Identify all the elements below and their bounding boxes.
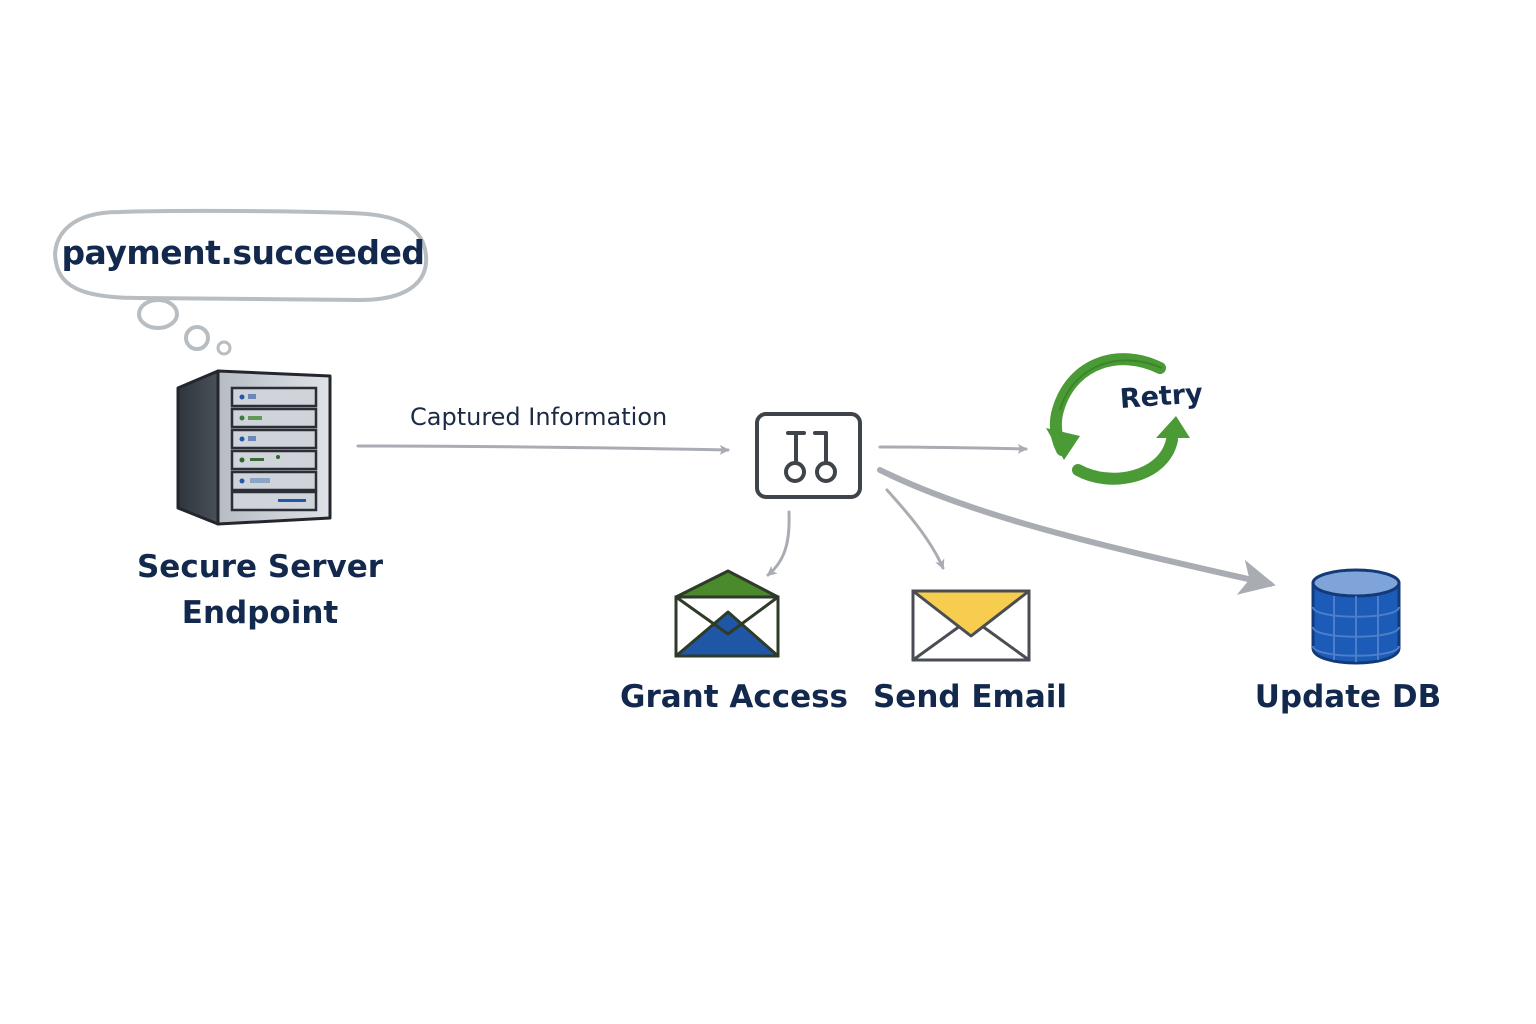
- event-thought-bubble: [53, 208, 429, 356]
- flow-arrow-retry: [878, 443, 1028, 454]
- retry-cycle-icon: [1046, 353, 1190, 485]
- server-endpoint-label: Secure Server Endpoint: [136, 549, 384, 631]
- flow-arrow-captured: [356, 444, 730, 455]
- flow-arrow-db: [877, 467, 1276, 595]
- captured-information-label: Captured Information: [410, 403, 668, 431]
- database-icon: [1311, 568, 1401, 665]
- flow-arrow-grant: [766, 510, 791, 577]
- event-name-label: payment.succeeded: [61, 233, 425, 272]
- grant-access-label: Grant Access: [620, 679, 849, 715]
- flow-arrow-email: [885, 488, 945, 570]
- send-email-label: Send Email: [872, 679, 1068, 715]
- server-rack-icon: [176, 369, 332, 526]
- grant-access-envelope-icon: [674, 569, 780, 658]
- retry-label: Retry: [1118, 378, 1204, 415]
- update-db-label: Update DB: [1254, 679, 1442, 715]
- webhook-router-icon: [755, 412, 862, 499]
- send-email-envelope-icon: [911, 589, 1031, 662]
